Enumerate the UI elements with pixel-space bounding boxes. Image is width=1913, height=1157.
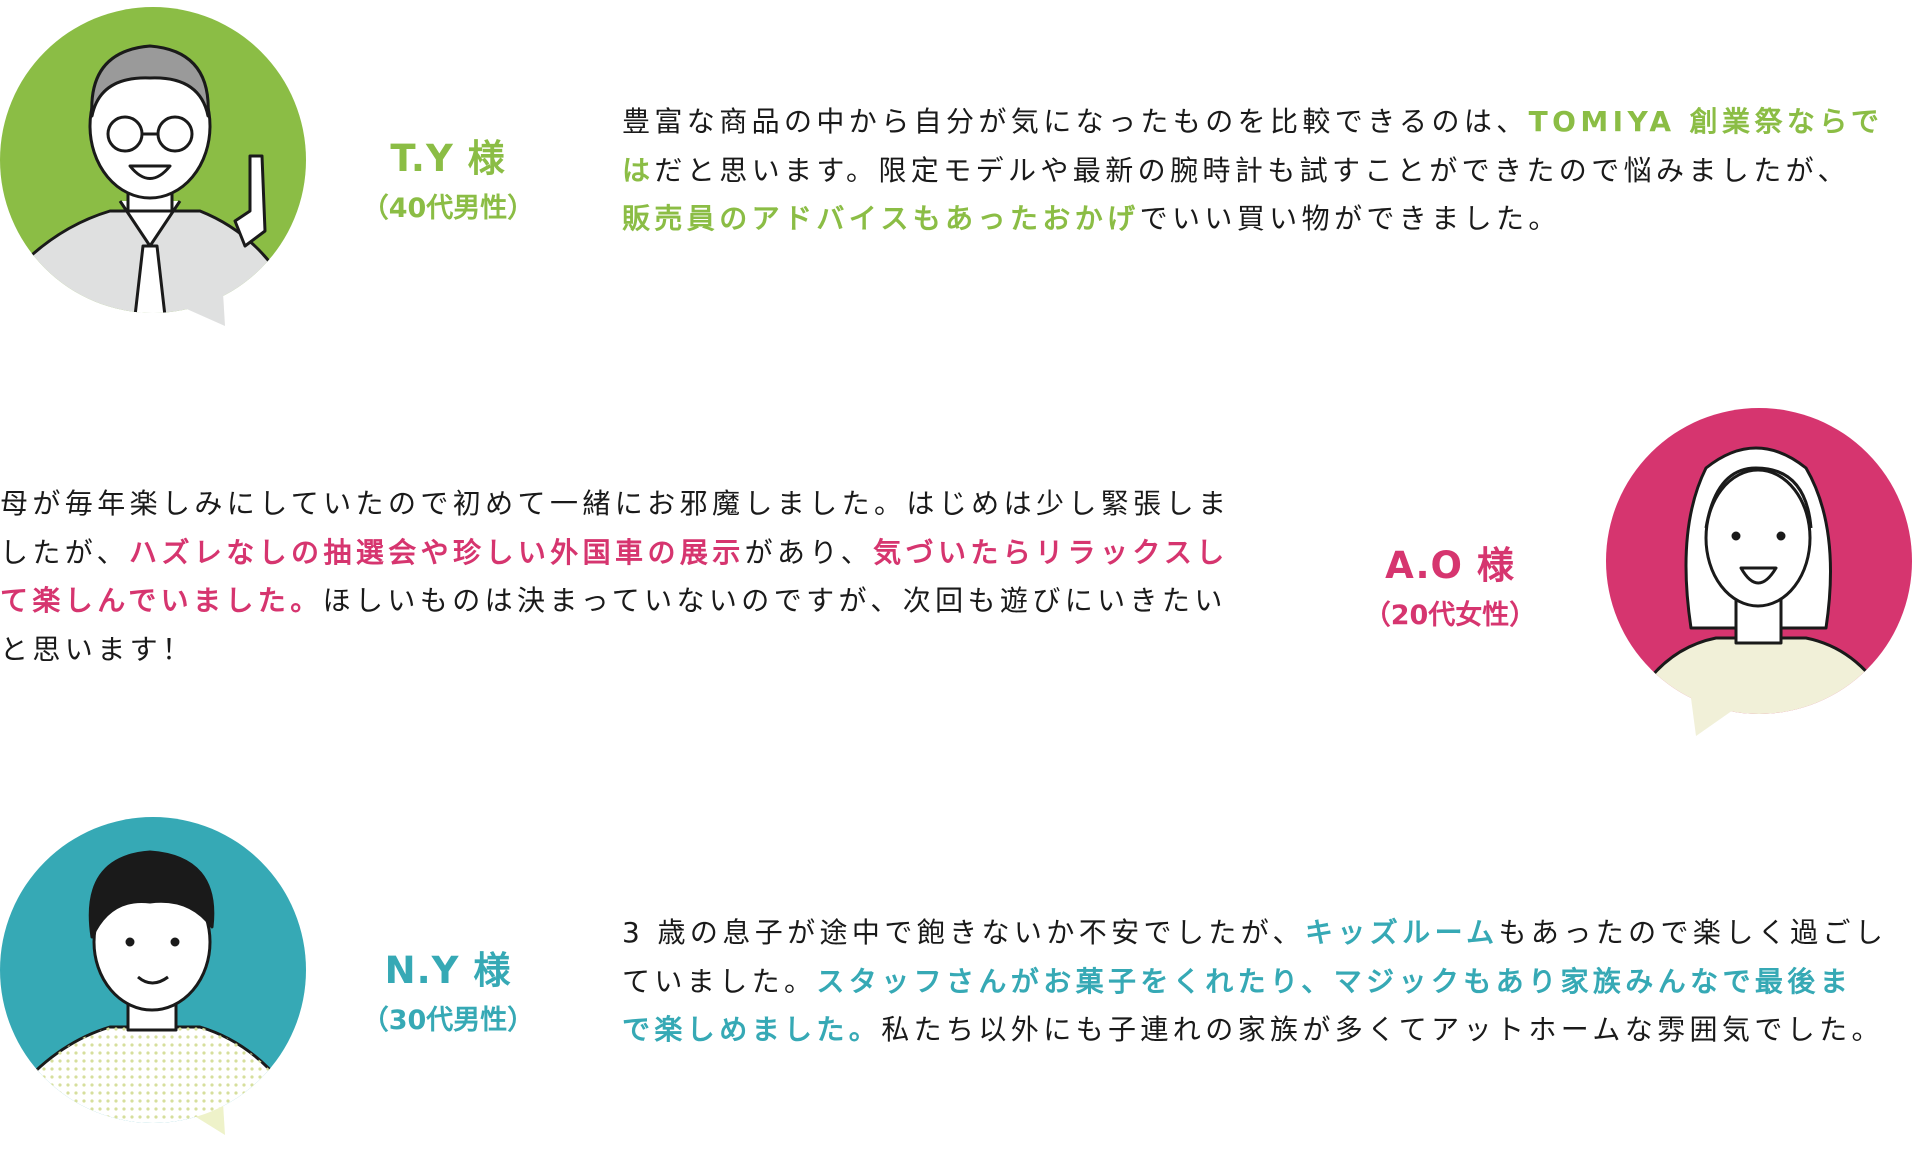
highlighted-text: 気づいたらリラックスし [873, 535, 1229, 569]
testimonial-text-ty: 豊富な商品の中から自分が気になったものを比較できるのは、TOMIYA 創業祭なら… [622, 98, 1883, 244]
highlighted-text: キッズルーム [1304, 916, 1499, 949]
customer-name-ny: N.Y 様 （30代男性） [338, 940, 558, 1037]
text-line: と思います！ [0, 626, 1230, 675]
text-line: 3 歳の息子が途中で飽きないか不安でしたが、キッズルームもあったので楽しく過ごし [622, 909, 1887, 958]
text-line: はだと思います。限定モデルや最新の腕時計も試すことができたので悩みましたが、 [622, 147, 1883, 196]
text-line: 販売員のアドバイスもあったおかげでいい買い物ができました。 [622, 195, 1883, 244]
highlighted-text: TOMIYA 創業祭ならで [1528, 105, 1884, 138]
text-segment: 豊富な商品の中から自分が気になったものを比較できるのは、 [622, 105, 1529, 138]
text-segment: 3 歳の息子が途中で飽きないか不安でしたが、 [622, 916, 1305, 949]
text-segment: だと思います。限定モデルや最新の腕時計も試すことができたので悩みましたが、 [654, 153, 1850, 187]
text-segment: と思います！ [0, 632, 195, 666]
text-line: ていました。スタッフさんがお菓子をくれたり、マジックもあり家族みんなで最後ま [622, 958, 1887, 1007]
man-glasses-pointing-icon [0, 7, 306, 326]
avatar-ty [0, 6, 320, 346]
text-segment: もあったので楽しく過ごし [1498, 916, 1888, 949]
text-segment: ほしいものは決まっていないのですが、次回も遊びにいきたい [322, 584, 1227, 617]
customer-detail: （20代女性） [1363, 600, 1537, 631]
text-line: 豊富な商品の中から自分が気になったものを比較できるのは、TOMIYA 創業祭なら… [622, 98, 1883, 147]
text-segment: 私たち以外にも子連れの家族が多くてアットホームな雰囲気でした。 [881, 1013, 1884, 1046]
customer-name: N.Y 様 [384, 949, 512, 992]
highlighted-text: ハズレなしの抽選会や珍しい外国車の展示 [129, 535, 745, 569]
text-segment: ていました。 [622, 964, 817, 998]
text-line: て楽しんでいました。ほしいものは決まっていないのですが、次回も遊びにいきたい [0, 577, 1230, 626]
text-line: したが、ハズレなしの抽選会や珍しい外国車の展示があり、気づいたらリラックスし [0, 529, 1230, 578]
highlighted-text: て楽しんでいました。 [0, 584, 323, 617]
text-segment: したが、 [0, 535, 130, 569]
testimonial-text-ny: 3 歳の息子が途中で飽きないか不安でしたが、キッズルームもあったので楽しく過ごし… [622, 909, 1887, 1055]
customer-name: T.Y 様 [390, 137, 506, 180]
text-segment: でいい買い物ができました。 [1139, 202, 1561, 235]
text-segment: があり、 [744, 535, 874, 569]
highlighted-text: で楽しめました。 [622, 1013, 882, 1046]
customer-name-ty: T.Y 様 （40代男性） [338, 128, 558, 225]
customer-detail: （40代男性） [361, 193, 535, 224]
avatar-ny [0, 817, 320, 1157]
text-segment: 母が毎年楽しみにしていたので初めて一緒にお邪魔しました。はじめは少し緊張しま [0, 487, 1231, 520]
highlighted-text: スタッフさんがお菓子をくれたり、マジックもあり家族みんなで最後ま [816, 964, 1853, 998]
text-line: で楽しめました。私たち以外にも子連れの家族が多くてアットホームな雰囲気でした。 [622, 1006, 1887, 1055]
testimonial-text-ao: 母が毎年楽しみにしていたので初めて一緒にお邪魔しました。はじめは少し緊張しました… [0, 480, 1230, 674]
customer-name: A.O 様 [1385, 544, 1515, 587]
customer-name-ao: A.O 様 （20代女性） [1340, 535, 1560, 632]
customer-detail: （30代男性） [361, 1005, 535, 1036]
highlighted-text: 販売員のアドバイスもあったおかげ [622, 202, 1140, 235]
woman-smiling-icon [1606, 408, 1912, 736]
highlighted-text: は [622, 153, 655, 187]
text-line: 母が毎年楽しみにしていたので初めて一緒にお邪魔しました。はじめは少し緊張しま [0, 480, 1230, 529]
avatar-ao [1606, 408, 1913, 748]
man-smiling-icon [0, 817, 306, 1135]
